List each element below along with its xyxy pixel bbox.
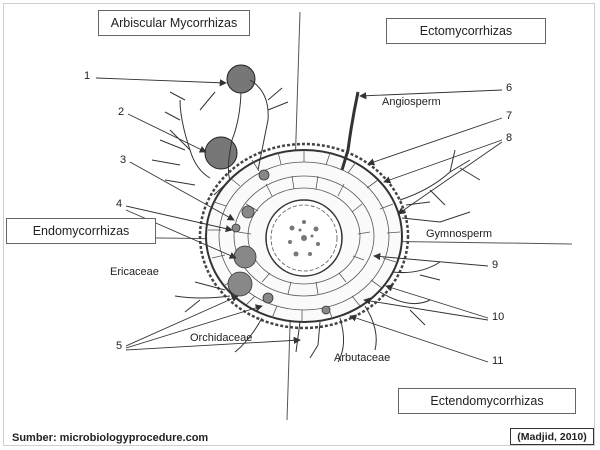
arrow-2 bbox=[127, 113, 207, 153]
callout-10: 10 bbox=[492, 311, 505, 323]
endomycorrhizas-label-box: Endomycorrhizas bbox=[6, 218, 156, 244]
arrow-5c bbox=[125, 336, 301, 351]
fungal-coils bbox=[227, 169, 331, 315]
callout-6: 6 bbox=[506, 82, 513, 94]
callout-9: 9 bbox=[492, 259, 499, 271]
arrow-3 bbox=[129, 161, 235, 221]
ectendomycorrhizas-label-box: Ectendomycorrhizas bbox=[398, 388, 576, 414]
callout-7: 7 bbox=[506, 110, 513, 122]
callout-2: 2 bbox=[118, 106, 125, 118]
ectomycorrhizas-label-box: Ectomycorrhizas bbox=[386, 18, 546, 44]
callout-11: 11 bbox=[492, 355, 504, 367]
angiosperm-label: Angiosperm bbox=[382, 96, 441, 108]
arrow-10b bbox=[363, 297, 489, 321]
gymnosperm-label: Gymnosperm bbox=[426, 228, 493, 240]
arbuscular-label-box: Arbiscular Mycorrhizas bbox=[98, 10, 250, 36]
source-credit: Sumber: microbiologyprocedure.com bbox=[12, 432, 209, 444]
ectomycorrhiza-mantle bbox=[198, 142, 410, 330]
arrow-5a bbox=[125, 295, 239, 347]
arrow-6 bbox=[359, 89, 503, 100]
vascular-cells bbox=[288, 220, 320, 257]
arrow-4 bbox=[125, 205, 233, 233]
orchidaceae-label: Orchidaceae bbox=[190, 332, 253, 344]
spore-1 bbox=[226, 64, 256, 94]
external-hyphae bbox=[151, 79, 481, 363]
ericaceae-label: Ericaceae bbox=[110, 266, 159, 278]
citation: (Madjid, 2010) bbox=[510, 428, 594, 445]
callout-5: 5 bbox=[116, 340, 123, 352]
cortex-cells bbox=[208, 150, 401, 322]
callout-8: 8 bbox=[506, 132, 513, 144]
arrow-9 bbox=[373, 252, 489, 267]
spore-2 bbox=[204, 136, 238, 170]
callout-4: 4 bbox=[116, 198, 123, 210]
arrow-1 bbox=[95, 77, 227, 87]
arbutaceae-label: Arbutaceae bbox=[334, 352, 391, 364]
callout-1: 1 bbox=[84, 70, 91, 82]
arrow-10a bbox=[385, 284, 489, 319]
arrow-7 bbox=[367, 117, 503, 166]
arrow-8b bbox=[397, 141, 503, 215]
arrow-5b bbox=[125, 304, 263, 349]
arrow-11 bbox=[349, 314, 489, 363]
figure-frame bbox=[3, 3, 595, 446]
callout-3: 3 bbox=[120, 154, 127, 166]
arrow-8a bbox=[383, 139, 503, 184]
